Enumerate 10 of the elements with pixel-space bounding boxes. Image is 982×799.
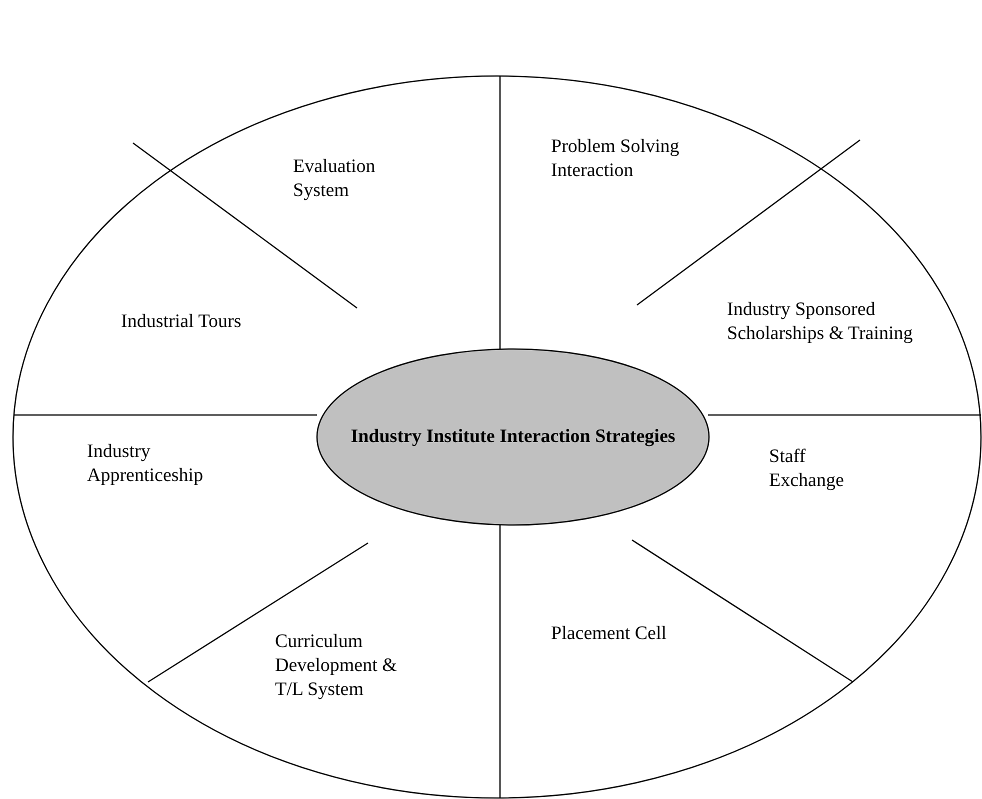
sector-label: Industrial Tours: [121, 310, 311, 334]
center-ellipse: [316, 348, 710, 526]
sector-label: Evaluation System: [293, 155, 418, 203]
sector-label: Curriculum Development & T/L System: [275, 630, 415, 702]
sector-label: Industry Apprenticeship: [87, 440, 257, 488]
sector-label: Staff Exchange: [769, 445, 859, 493]
sector-label: Industry Sponsored Scholarships & Training: [727, 298, 957, 346]
center-title: Industry Institute Interaction Strategies: [350, 425, 676, 449]
sector-label: Placement Cell: [551, 622, 741, 646]
sector-label: Problem Solving Interaction: [551, 135, 746, 183]
